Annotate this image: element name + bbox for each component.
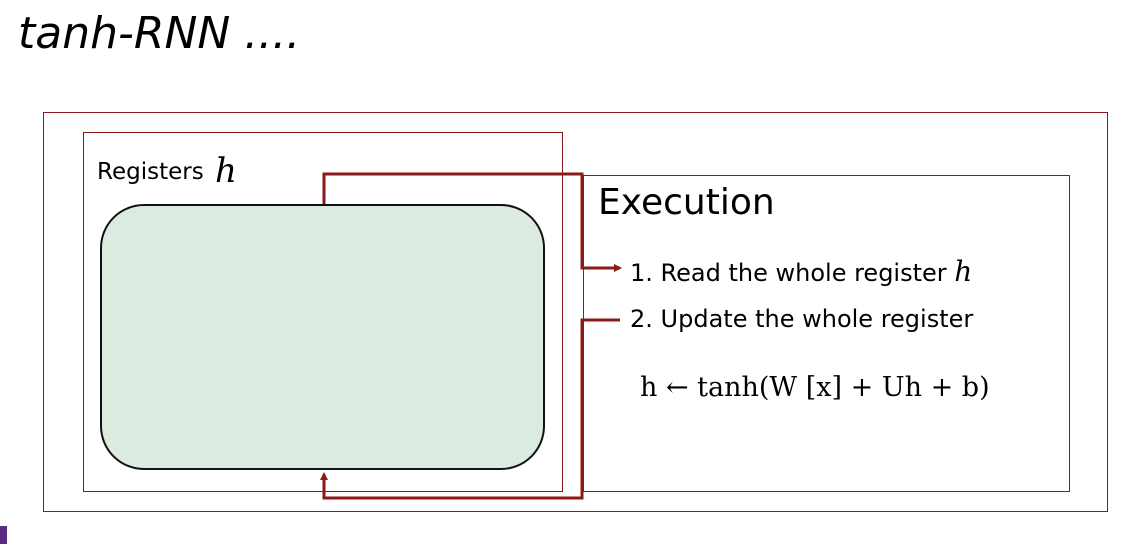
step-1-number: 1. (630, 259, 653, 287)
execution-heading: Execution (598, 182, 775, 223)
step-1-variable: h (954, 255, 973, 288)
registers-label-text: Registers (97, 159, 204, 185)
corner-accent-mark (0, 526, 7, 544)
execution-step-2: 2. Update the whole register (630, 305, 973, 333)
step-1-text: Read the whole register (660, 259, 947, 287)
execution-step-1: 1. Read the whole register h (630, 255, 972, 288)
slide-title: tanh-RNN .... (18, 8, 301, 59)
step-2-text: Update the whole register (660, 305, 974, 333)
register-block (100, 204, 545, 470)
registers-variable: h (215, 151, 237, 191)
update-formula: h ← tanh(W [x] + Uh + b) (640, 372, 990, 403)
outer-frame (43, 112, 1108, 512)
registers-label: Registers h (97, 148, 237, 191)
step-2-number: 2. (630, 305, 653, 333)
